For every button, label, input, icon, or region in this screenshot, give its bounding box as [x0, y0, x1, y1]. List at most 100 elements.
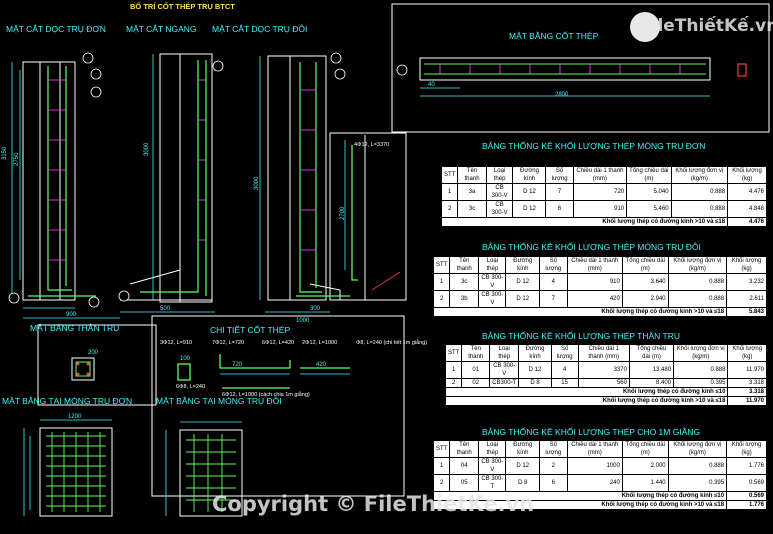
summary-value: 11.970 [727, 396, 767, 406]
cell: 0.888 [670, 200, 729, 218]
th-unit: Khối lượng đơn vị (kg/m) [667, 440, 728, 458]
cell: 0.888 [667, 273, 728, 291]
table-2-title: BẢNG THỐNG KÊ KHỐI LƯỢNG THÉP MÓNG TRỤ Đ… [482, 242, 701, 252]
summary-row: Khối lượng thép có đường kính >10 và ≤18… [440, 217, 767, 227]
section-title-double: MẶT CẮT DỌC TRỤ ĐÔI [212, 24, 308, 34]
table-3-title: BẢNG THỐNG KÊ KHỐI LƯỢNG THÉP THÂN TRỤ [482, 331, 680, 341]
th-stt: STT [432, 440, 451, 458]
cell: 11.970 [727, 361, 767, 379]
summary-row: Khối lượng thép có đường kính >10 và ≤18… [444, 396, 767, 406]
cell: 4.848 [727, 200, 767, 218]
dim-420: 420 [316, 362, 327, 368]
th-qty: Số lượng [550, 344, 579, 362]
cell: CB 300-V [485, 183, 514, 201]
dim-500: 500 [160, 306, 171, 312]
rebar-note-6: 6Φ8, L=240 [176, 384, 206, 390]
cell: 1000 [566, 457, 623, 475]
dim-1200: 1200 [68, 414, 82, 420]
cell: 6 [545, 200, 574, 218]
th-name: Tên thanh [449, 440, 480, 458]
cell: 7 [545, 183, 574, 201]
th-name: Tên thanh [449, 256, 480, 274]
plan-found-double-title: MẶT BẰNG TẠI MÓNG TRỤ ĐÔI [156, 396, 282, 406]
th-name: Tên thanh [461, 344, 491, 362]
cell: 2 [440, 200, 459, 218]
th-type: Loại thép [485, 166, 514, 184]
table-header-row: STT Tên thanh Loại thép Đường kính Số lư… [432, 440, 767, 458]
dim-2750: 2750 [14, 152, 20, 166]
rebar-detail-title: CHI TIẾT CỐT THÉP [210, 325, 291, 335]
cell: D 12 [505, 457, 541, 475]
th-len: Chiều dài 1 thanh (mm) [566, 256, 623, 274]
cell: CB 300-V [478, 290, 507, 308]
dim-200: 200 [88, 350, 99, 356]
cell: CB 300-V [489, 361, 520, 379]
th-len: Chiều dài 1 thanh (mm) [572, 166, 628, 184]
cell: 0.888 [667, 290, 728, 308]
cell: 1 [440, 183, 459, 201]
summary-label: Khối lượng thép có đường kính >10 và ≤18 [432, 500, 728, 510]
cell: 420 [566, 290, 623, 308]
th-type: Loại thép [489, 344, 520, 362]
dim-300: 300 [310, 306, 321, 312]
th-stt: STT [432, 256, 451, 274]
dim-2700: 2700 [340, 206, 346, 220]
steel-table-1: STT Tên thanh Loại thép Đường kính Số lư… [440, 166, 767, 227]
th-mass: Khối lượng (kg) [726, 440, 767, 458]
dim-2800: 2800 [555, 92, 569, 98]
summary-label: Khối lượng thép có đường kính >10 và ≤18 [440, 217, 729, 227]
rebar-note-3: 7Φ12, L=720 [212, 340, 245, 346]
table-1-title: BẢNG THỐNG KÊ KHỐI LƯỢNG THÉP MÓNG TRỤ Đ… [482, 141, 706, 151]
th-type: Loại thép [478, 440, 507, 458]
cell: 7 [539, 290, 568, 308]
table-header-row: STT Tên thanh Loại thép Đường kính Số lư… [444, 344, 767, 362]
section-title-single: MẶT CẮT DỌC TRỤ ĐƠN [6, 24, 106, 34]
cell: 2 [444, 378, 463, 388]
cell: 3.232 [726, 273, 767, 291]
cell: 0.888 [667, 457, 728, 475]
cell: 910 [572, 200, 628, 218]
cell: 0.569 [726, 474, 767, 492]
cell: 0.395 [673, 378, 729, 388]
cell: 13.480 [628, 361, 675, 379]
cell: 240 [566, 474, 623, 492]
dim-40: 40 [428, 82, 435, 88]
th-dia: Đường kính [518, 344, 552, 362]
cell: 3.318 [727, 378, 767, 388]
cell: 720 [572, 183, 628, 201]
summary-value: 0.569 [726, 491, 767, 501]
table-header-row: STT Tên thanh Loại thép Đường kính Số lư… [432, 256, 767, 274]
th-total: Tổng chiều dài (m) [626, 166, 672, 184]
cell: 5.040 [626, 183, 672, 201]
table-4-title: BẢNG THỐNG KÊ KHỐI LƯỢNG THÉP CHO 1M GIẰ… [482, 427, 701, 437]
cell: 3370 [577, 361, 630, 379]
dim-1000: 1000 [296, 318, 310, 324]
watermark-copyright: Copyright © FileThietKe.vn [212, 492, 535, 516]
summary-value: 4.476 [727, 217, 767, 227]
cell: 15 [550, 378, 579, 388]
th-type: Loại thép [478, 256, 507, 274]
cell: 8.400 [628, 378, 675, 388]
th-unit: Khối lượng đơn vị (kg/m) [667, 256, 728, 274]
cell: 3b [449, 290, 480, 308]
th-stt: STT [440, 166, 459, 184]
summary-row: Khối lượng thép có đường kính ≤10 3.318 [444, 387, 767, 397]
summary-label: Khối lượng thép có đường kính ≤10 [444, 387, 729, 397]
rebar-note-7: 6Φ12, L=1000 (cách chia 1m giằng) [222, 392, 310, 398]
rebar-note-8: Φ8, L=240 (chi tiết 1m giằng) [356, 340, 428, 346]
dim-3150: 3150 [2, 146, 8, 160]
dim-3000: 3000 [144, 142, 150, 156]
cell: 4 [539, 273, 568, 291]
cell: 4 [550, 361, 579, 379]
cell: 5.460 [626, 200, 672, 218]
th-qty: Số lượng [539, 440, 568, 458]
cell: D 12 [512, 183, 547, 201]
cell: 560 [577, 378, 630, 388]
